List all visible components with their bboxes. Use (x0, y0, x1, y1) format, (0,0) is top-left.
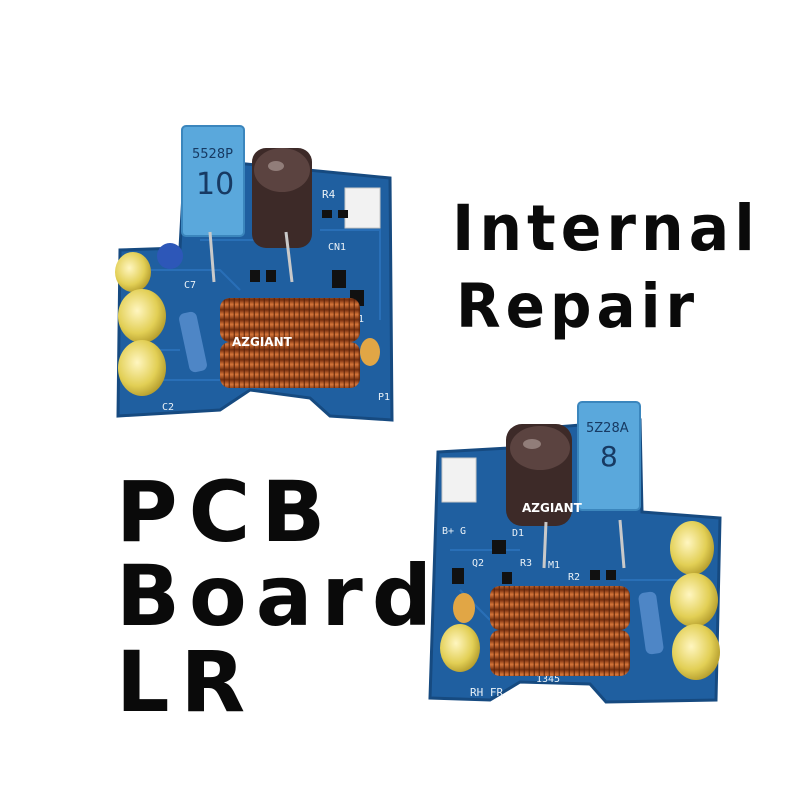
silk-q2: Q2 (472, 558, 484, 569)
capacitor (440, 624, 480, 672)
silk-m1: M1 (548, 560, 560, 571)
brand-watermark: AZGIANT (522, 501, 583, 515)
ceramic-capacitor (360, 338, 380, 366)
capacitor (670, 521, 714, 575)
capacitor (118, 340, 166, 396)
pot-value: 8 (600, 440, 618, 473)
silk-cn1: CN1 (328, 242, 346, 253)
label-board: Board (116, 547, 441, 645)
inductor-coil-bottom (220, 342, 360, 388)
capacitor (670, 573, 718, 627)
pot-code: 5Z28A (586, 421, 629, 436)
connector (441, 457, 477, 503)
pot-value: 10 (196, 167, 234, 202)
inductor-coil-top (490, 586, 630, 630)
resistor (638, 591, 664, 655)
silk-rh-fr: RH FR (470, 686, 503, 699)
label-lr: LR (116, 633, 257, 731)
potentiometer (181, 125, 245, 237)
pot-code: 5528P (192, 147, 233, 162)
capacitor (115, 252, 151, 292)
resistor (179, 311, 207, 373)
silk-bplus: B+ G (442, 526, 466, 537)
headline-internal: Internal (452, 192, 760, 266)
pcb-board-left: 5528P 10 R4 CN1 Q1 C7 C2 P1 AZGIANT (115, 125, 394, 422)
silk-d1: D1 (512, 528, 524, 539)
ceramic-capacitor (157, 243, 183, 269)
label-pcb: PCB (116, 463, 337, 561)
ceramic-capacitor (453, 593, 475, 623)
silk-c2: C2 (162, 402, 174, 413)
silk-p1: P1 (378, 392, 390, 403)
silk-code: 1345 (536, 674, 560, 685)
silk-c7: C7 (184, 280, 196, 291)
inductor-coil-top (220, 298, 360, 342)
capacitor (118, 289, 166, 343)
silk-r4: R4 (322, 188, 336, 201)
pcb-board-right: 5Z28A 8 AZGIANT B+ G D1 Q2 R3 M1 R2 RH F… (428, 401, 722, 704)
connector (344, 187, 381, 229)
silk-r2: R2 (568, 572, 580, 583)
potentiometer (577, 401, 641, 511)
inductor-coil-bottom (490, 630, 630, 676)
brand-watermark: AZGIANT (232, 335, 293, 349)
capacitor (672, 624, 720, 680)
headline-repair: Repair (456, 270, 700, 342)
silk-r3: R3 (520, 558, 532, 569)
